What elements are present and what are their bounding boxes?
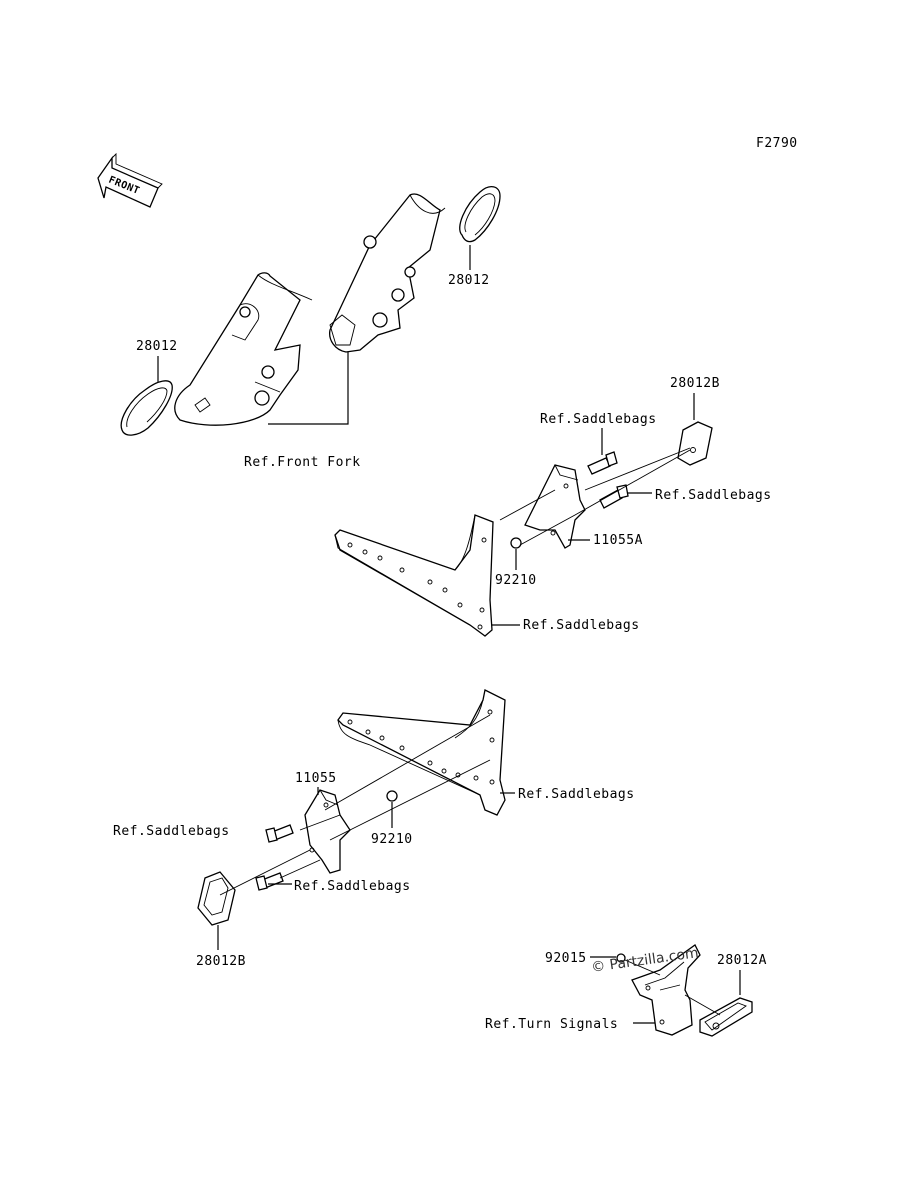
label-28012a: 28012A [717,953,767,968]
reflector-28012b-upper [677,421,713,466]
label-ref-saddlebags-2: Ref.Saddlebags [655,488,772,503]
label-92210-lower: 92210 [371,832,413,847]
reflector-28012-left [120,380,173,436]
reflector-28012-right [459,186,501,243]
label-ref-saddlebags-3: Ref.Saddlebags [523,618,640,633]
front-direction-arrow-icon: FRONT [97,152,163,208]
label-11055: 11055 [295,771,337,786]
label-ref-saddlebags-1: Ref.Saddlebags [540,412,657,427]
figure-code: F2790 [756,136,798,151]
reflector-28012b-lower [197,871,236,926]
front-fork-right [329,193,446,353]
label-28012-left: 28012 [136,339,178,354]
label-28012-right: 28012 [448,273,490,288]
saddlebag-stay-lower [337,689,506,816]
reflector-28012a [699,997,753,1037]
bolt-lower-2 [255,872,284,891]
label-ref-front-fork: Ref.Front Fork [244,455,361,470]
bolt-upper [587,451,618,475]
label-11055a: 11055A [593,533,643,548]
bracket-11055 [304,789,351,874]
label-92015: 92015 [545,951,587,966]
bolt-side [599,484,629,509]
bolt-lower-1 [265,824,294,843]
label-ref-turn-signals: Ref.Turn Signals [485,1017,618,1032]
nut-92015 [616,953,626,963]
label-ref-saddlebags-4: Ref.Saddlebags [518,787,635,802]
nut-92210-lower [386,790,398,802]
saddlebag-stay-upper [334,514,494,637]
label-92210-upper: 92210 [495,573,537,588]
bracket-11055a [524,464,586,549]
nut-92210-upper [510,537,522,549]
front-fork-left [174,272,313,426]
label-ref-saddlebags-6: Ref.Saddlebags [294,879,411,894]
label-28012b-upper: 28012B [670,376,720,391]
label-28012b-lower: 28012B [196,954,246,969]
turn-signal-bracket [631,944,701,1036]
label-ref-saddlebags-5: Ref.Saddlebags [113,824,230,839]
